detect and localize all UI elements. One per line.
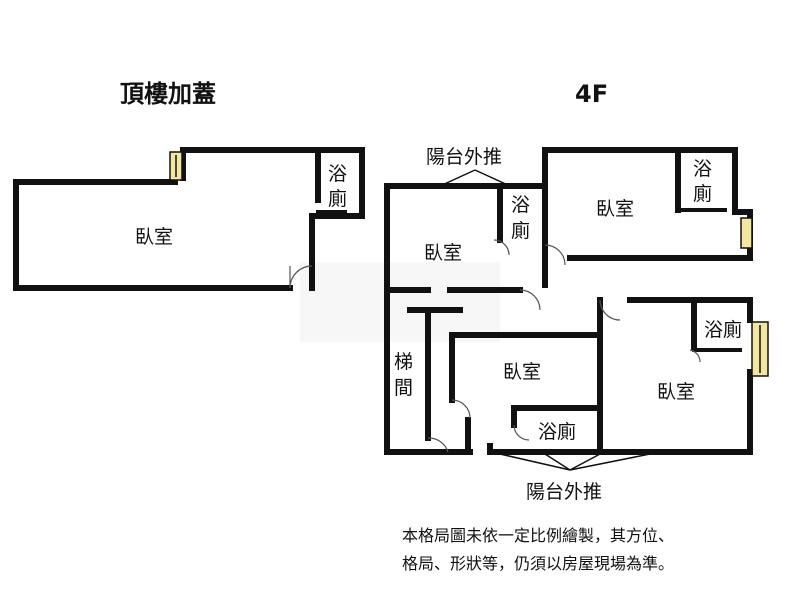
bedroom-a-label: 臥室 [424,242,462,264]
bedroom-d-label: 臥室 [657,381,695,403]
bath-b-label-bottom: 廁 [693,182,712,205]
door-icon [544,244,566,266]
bedroom-b-label: 臥室 [596,198,634,220]
rooftop-plan [13,147,365,291]
floor-title: 4F [575,80,608,108]
bedroom-c-label: 臥室 [503,361,541,383]
stairs-label-bottom: 間 [394,377,413,399]
roof-bath-label-top: 浴 [328,163,347,185]
roof-bath-label-bottom: 廁 [328,187,347,210]
door-icon [451,399,471,419]
door-icon [427,437,449,453]
door-icon [519,289,541,311]
watermark [300,262,500,342]
door-icon [493,239,510,256]
disclaimer-line-2: 格局、形狀等，仍須以房屋現場為準。 [402,554,674,573]
rooftop-title: 頂樓加蓋 [120,80,216,108]
balcony-bottom-label: 陽台外推 [526,481,602,503]
fourth-floor-plan [384,147,769,471]
stairs-label-top: 梯 [394,351,413,373]
door-icon [513,424,530,441]
door-icon [599,299,621,321]
balcony-top-label: 陽台外推 [426,146,502,168]
bath-a-label-bottom: 廁 [511,219,530,242]
roof-bedroom-label: 臥室 [135,226,173,248]
bath-d-label: 浴廁 [704,318,742,341]
disclaimer-line-1: 本格局圖未依一定比例繪製，其方位、 [402,526,674,545]
bath-b-label-top: 浴 [693,158,712,180]
bath-a-label-top: 浴 [511,194,530,216]
bath-c-label: 浴廁 [538,420,576,443]
window-icon [740,217,753,249]
door-icon [689,349,701,363]
